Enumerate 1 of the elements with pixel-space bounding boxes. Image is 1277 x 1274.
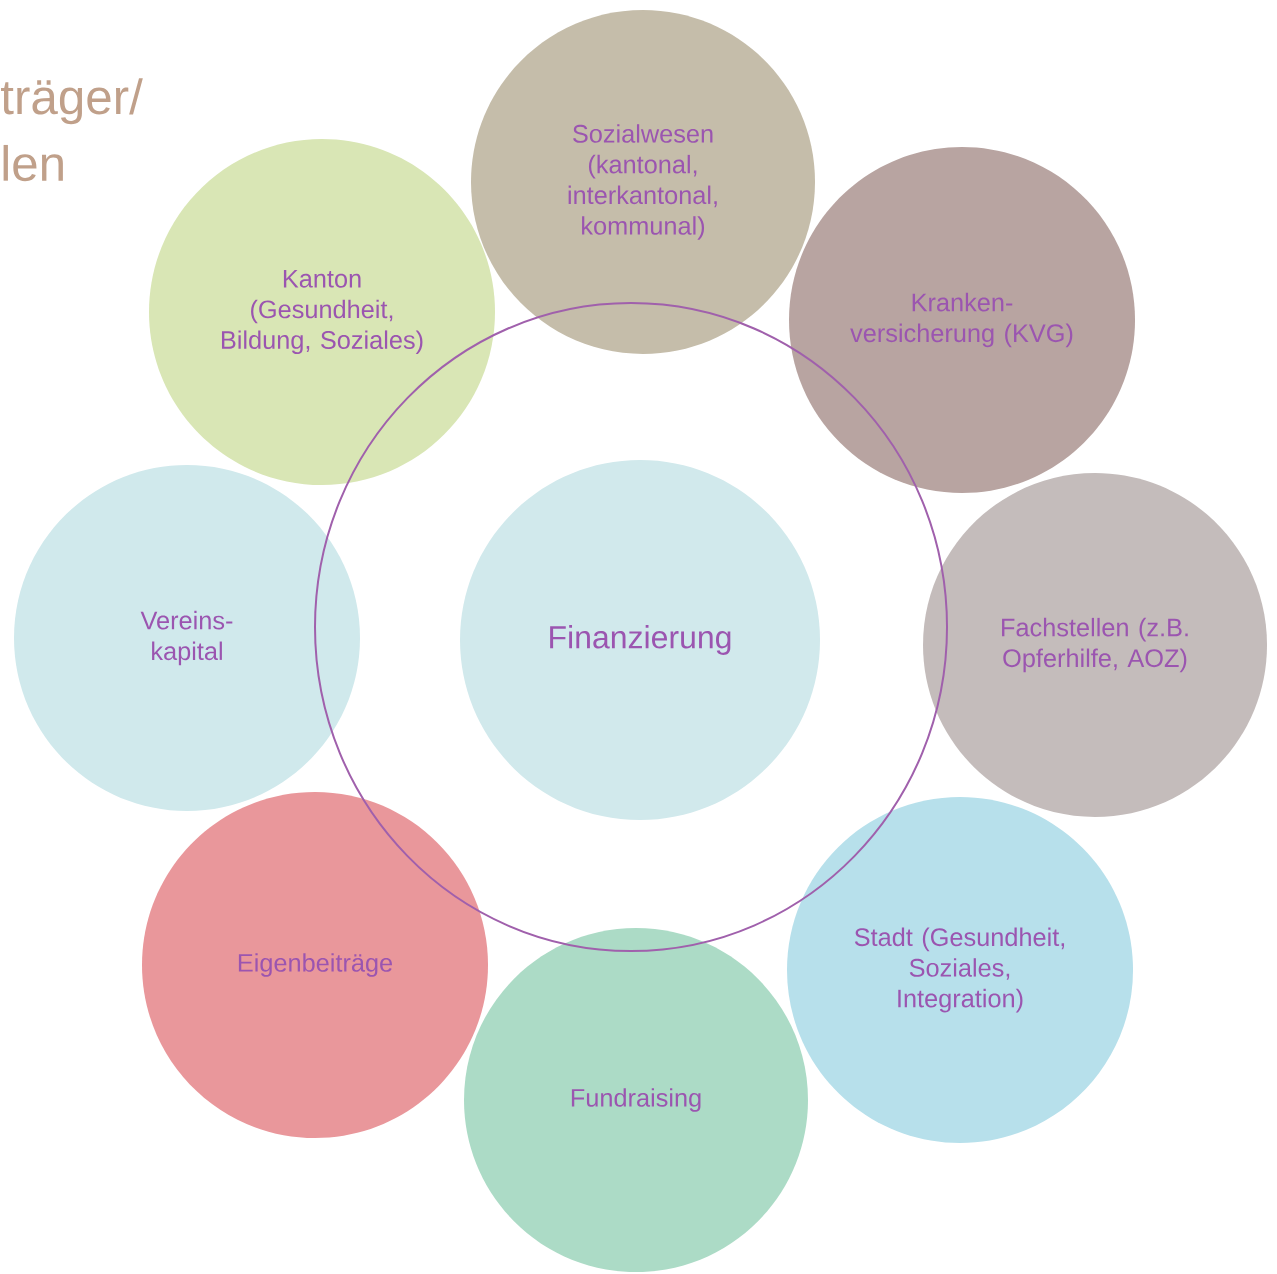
- title: träger/ len: [1, 78, 143, 182]
